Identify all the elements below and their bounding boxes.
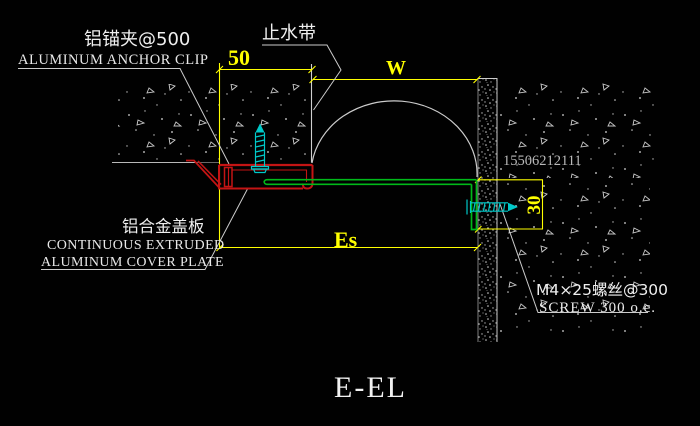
anchor-clip-label-en: ALUMINUM ANCHOR CLIP [18,52,209,68]
water-stop-label: 止水带 [262,23,316,44]
dimension-30: 30 [524,195,545,215]
vertical-screw-icon [250,123,270,174]
cover-plate-label-en2: ALUMINUM COVER PLATE [41,255,224,270]
horizontal-screw-icon [466,199,518,215]
dimension-w: W [386,57,406,79]
cover-plate-label-en1: CONTINUOUS EXTRUDED [47,238,225,253]
screw-label-en: SCREW 300 o.c. [539,300,657,316]
anchor-clip-label-cn: 铝锚夹@500 [84,29,191,50]
wall-strip-hatch [477,78,498,342]
dimension-lines [215,63,544,252]
screw-label-cn: M4×25螺丝@300 [536,281,669,299]
water-stop-rail [263,178,478,231]
watermark-number: 15506212111 [503,153,582,169]
right-concrete-hatch [500,82,655,332]
dimension-50: 50 [228,45,250,70]
left-concrete-hatch [112,64,313,164]
detail-title: E-EL [334,371,407,404]
leader-lines [18,44,648,313]
dimension-es: Es [334,227,358,252]
water-stop-arc [311,100,478,178]
cover-plate-label-cn: 铝合金盖板 [122,217,205,236]
